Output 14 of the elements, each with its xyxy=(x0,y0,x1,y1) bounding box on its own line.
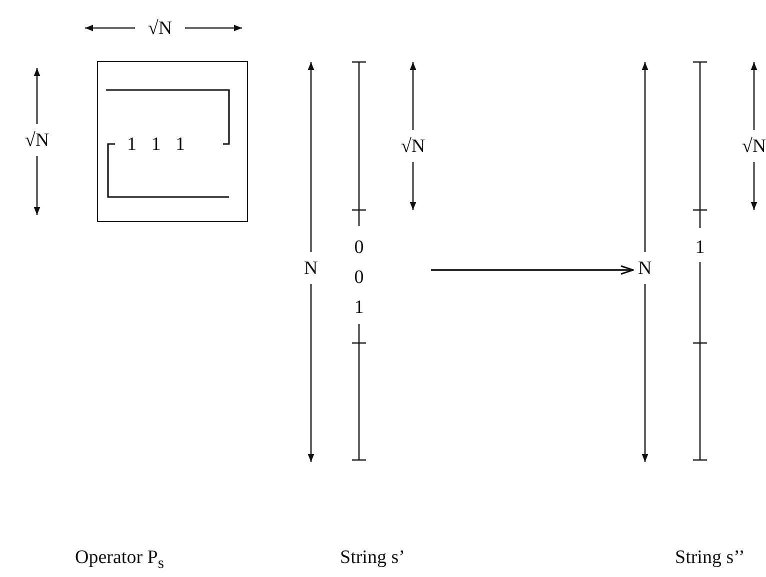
caption: Operator P$_{s}$ xyxy=(75,548,164,572)
dimension-label: √N xyxy=(25,130,50,150)
arrow xyxy=(431,265,634,275)
dimension-label: √N xyxy=(742,136,766,156)
operator-box xyxy=(97,61,248,222)
caption: String s’ xyxy=(340,548,405,567)
dimension-label: √N xyxy=(148,18,172,38)
dimension-label: N xyxy=(638,258,652,278)
dimension-label: √N xyxy=(401,136,426,156)
bit-label: 1 1 1 xyxy=(127,135,185,154)
bit-label: 0 0 1 xyxy=(353,236,365,320)
bit-label: 1 xyxy=(694,236,706,260)
caption: String s’’ xyxy=(675,548,745,567)
dimension-label: N xyxy=(304,258,318,278)
